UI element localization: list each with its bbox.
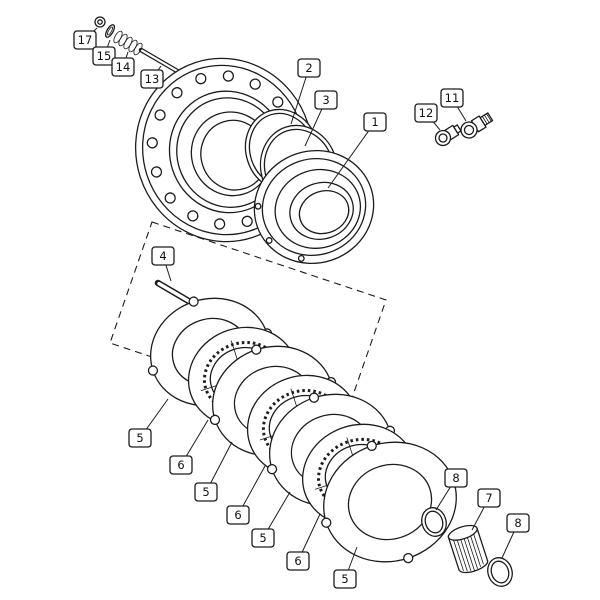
callout-1[interactable]: 1 [327,112,387,189]
callout-box[interactable] [73,30,97,50]
callout-5-2[interactable]: 5 [194,441,233,502]
callout-number: 5 [136,431,143,445]
callout-box[interactable] [286,551,310,571]
bolt-hole [146,137,158,149]
callout-11[interactable]: 11 [440,88,467,122]
leader-line [327,121,376,189]
bolt-hole [187,210,199,222]
callout-8-2[interactable]: 8 [501,513,530,559]
callout-box[interactable] [226,505,250,525]
callout-number: 13 [145,72,160,86]
bolt-hole [241,215,253,227]
callout-number: 2 [305,61,312,75]
callout-box[interactable] [140,69,164,89]
callout-number: 5 [259,531,266,545]
callout-14[interactable]: 14 [111,51,135,77]
callout-box[interactable] [92,46,116,66]
callout-number: 1 [371,115,378,129]
callout-box[interactable] [506,513,530,533]
callout-15[interactable]: 15 [92,39,116,66]
callout-number: 7 [485,491,492,505]
part-steel-plate-5d [321,440,459,564]
callout-2[interactable]: 2 [290,58,321,125]
callout-number: 8 [452,471,459,485]
callout-box[interactable] [251,528,275,548]
callout-13[interactable]: 13 [140,65,164,89]
callout-box[interactable] [169,455,193,475]
part-splined-coupling-7 [447,524,489,574]
callout-box[interactable] [477,488,501,508]
callout-number: 8 [514,516,521,530]
callout-3[interactable]: 3 [304,90,338,147]
bolt-hole [154,109,166,121]
callout-box[interactable] [440,88,464,108]
callout-number: 12 [419,106,434,120]
callout-number: 4 [159,249,166,263]
callout-17[interactable]: 17 [73,27,98,50]
callout-box[interactable] [151,246,175,266]
callout-6-2[interactable]: 6 [226,465,266,525]
callout-number: 3 [322,93,329,107]
callout-box[interactable] [128,428,152,448]
callout-box[interactable] [297,58,321,78]
callout-7[interactable]: 7 [471,488,501,531]
callout-number: 6 [294,554,301,568]
part-pin-4 [154,279,196,307]
bolt-hole [272,96,284,108]
callout-6-1[interactable]: 6 [169,419,209,475]
callout-number: 5 [341,572,348,586]
bolt-hole [213,218,226,230]
callout-box[interactable] [444,468,468,488]
part-clip-17 [94,16,106,28]
part-shim-ring-8a [421,507,447,537]
callout-box[interactable] [363,112,387,132]
callout-number: 11 [445,91,460,105]
callout-12[interactable]: 12 [414,103,441,131]
bolt-hole [222,70,235,82]
callout-box[interactable] [111,57,135,77]
callout-5-4[interactable]: 5 [333,546,358,589]
bolt-hole [150,166,163,178]
callout-box[interactable] [314,90,338,110]
part-plug-12 [434,124,462,147]
callout-number: 5 [202,485,209,499]
callout-number: 6 [234,508,241,522]
part-brake-piston-1 [253,149,375,265]
callout-box[interactable] [414,103,438,123]
part-washer-15 [104,24,116,38]
callout-number: 6 [177,458,184,472]
part-spring-14 [113,30,143,56]
callout-4[interactable]: 4 [151,246,175,282]
callout-5-1[interactable]: 5 [128,398,169,448]
bolt-hole [171,87,183,99]
part-fitting-11 [460,112,494,139]
callout-8-1[interactable]: 8 [435,468,468,511]
part-shim-ring-8b [487,557,513,587]
callout-box[interactable] [333,569,357,589]
callout-number: 15 [97,49,112,63]
bolt-hole [164,192,176,204]
callout-number: 17 [78,33,93,47]
bolt-hole [195,73,207,85]
callout-6-3[interactable]: 6 [286,513,321,571]
callout-5-3[interactable]: 5 [251,491,291,548]
callout-box[interactable] [194,482,218,502]
bolt-hole [249,78,261,90]
callout-number: 14 [116,60,131,74]
